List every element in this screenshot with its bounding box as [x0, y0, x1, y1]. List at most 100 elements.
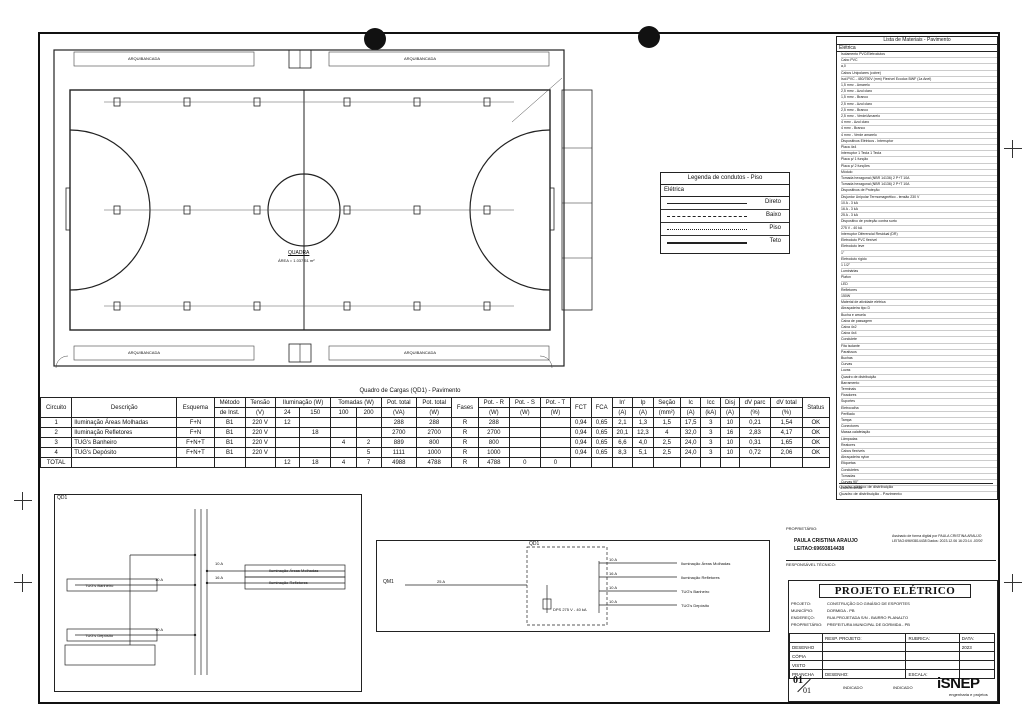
material-item: Placa 4x4: [841, 145, 997, 152]
material-item: Massa calafetação: [841, 430, 997, 437]
material-item: Barramento: [841, 381, 997, 387]
loads-table: Circuito Descrição Esquema Método Tensão…: [39, 397, 831, 468]
material-item: 1,5 mm² - Branco: [841, 95, 997, 102]
circuit-label: TUG's Banheiro: [85, 583, 114, 588]
table-cell: 5: [355, 447, 382, 458]
table-cell: 1,3: [632, 417, 654, 428]
table-cell: 1,65: [770, 437, 803, 448]
material-item: Refletores: [841, 288, 997, 294]
owner-label: PROPRIETÁRIO:: [786, 526, 818, 531]
table-cell: R: [451, 427, 479, 438]
engineer-name: PAULA CRISTINA ARAUJO: [794, 538, 858, 544]
material-item: Caixa de passagem: [841, 319, 997, 325]
materials-title: Lista de Materiais - Pavimento: [837, 37, 997, 45]
table-cell: 0,94: [570, 417, 592, 428]
table-cell: 4,17: [770, 427, 803, 438]
material-item: Placa p/ 1 função: [841, 157, 997, 164]
table-cell: [330, 447, 357, 458]
material-item: 2,5 mm² - Azul claro: [841, 102, 997, 108]
circuit-label: TUG's Depósito: [85, 633, 114, 638]
table-cell: [299, 417, 332, 428]
legend-row: Piso: [661, 223, 789, 236]
court-area: ÁREA = 1.037,51 m²: [278, 258, 315, 263]
table-cell: B1: [213, 437, 246, 448]
bleacher-label: ARQUIBANCADA: [404, 350, 437, 355]
table-cell: F+N: [176, 427, 215, 438]
conduit-legend: Legenda de condutos - Piso Elétrica Dire…: [660, 172, 790, 254]
sheet-number: 01 01: [793, 675, 811, 695]
material-item: Eletroduto PVC flexível: [841, 238, 997, 245]
table-cell: [274, 447, 301, 458]
floor-plan: QUADRA ÁREA = 1.037,51 m² ARQUIBANCADA A…: [44, 38, 604, 378]
punch-hole: [638, 26, 660, 48]
table-cell: R: [451, 437, 479, 448]
table-cell: TUG's Depósito: [71, 447, 178, 458]
material-item: Dispositivos de Proteção: [841, 188, 997, 195]
table-cell: 2: [39, 427, 73, 438]
material-item: Isol.PVC - 450/750V (mm) Flexível Ecodux…: [841, 77, 997, 84]
table-cell: 0,31: [738, 437, 772, 448]
breaker-label: 10 A: [215, 561, 224, 566]
loads-table-title: Quadro de Cargas (QD1) - Pavimento: [359, 388, 461, 394]
circuit-label: TUG's Banheiro: [681, 589, 710, 594]
table-cell: [539, 417, 572, 428]
court-label: QUADRA: [288, 250, 310, 256]
material-item: Conduletes: [841, 468, 997, 474]
table-cell: 2,1: [611, 417, 634, 428]
table-cell: 800: [415, 437, 453, 448]
material-item: Plafon: [841, 275, 997, 282]
engineer-registration: LEITAO:69693814438: [794, 546, 845, 552]
table-cell: [508, 417, 541, 428]
table-cell: 0,65: [590, 427, 613, 438]
material-item: 16 A - 3 kA: [841, 207, 997, 214]
technical-responsible-label: RESPONSÁVEL TÉCNICO:: [786, 560, 996, 567]
material-item: Cabo PVC: [841, 58, 997, 65]
material-item: Caixa 4x4: [841, 331, 997, 338]
material-item: Placa p/ 2 funções: [841, 164, 997, 170]
main-breaker-label: 25 A: [437, 579, 446, 584]
breaker-label: 10 A: [609, 599, 618, 604]
material-item: LED: [841, 282, 997, 288]
table-cell: R: [451, 447, 479, 458]
table-cell: F+N+T: [176, 447, 215, 458]
circuit-label: Iluminação Áreas Molhadas: [681, 561, 731, 566]
table-cell: OK: [801, 437, 831, 448]
material-item: Isolamento PVC/Eletrodutos: [841, 52, 997, 59]
table-cell: 4: [330, 437, 357, 448]
drawing-sheet: [38, 32, 1000, 704]
table-cell: 16: [720, 427, 740, 438]
breaker-label: 16 A: [215, 575, 224, 580]
table-cell: 2,5: [652, 437, 681, 448]
table-cell: [274, 437, 301, 448]
project-field: ENDEREÇO:RUA PROJETADA S/N - BAIRRO PLAN…: [791, 615, 909, 620]
table-cell: [539, 447, 572, 458]
materials-list: Lista de Materiais - Pavimento Elétrica …: [836, 36, 998, 500]
legend-row: Teto: [661, 236, 789, 248]
table-cell: 1111: [380, 447, 417, 458]
material-item: Eletroduto rígido: [841, 257, 997, 263]
table-cell: 2700: [415, 427, 453, 438]
table-cell: 220 V: [244, 447, 276, 458]
table-cell: OK: [801, 447, 831, 458]
table-cell: 3: [700, 437, 722, 448]
table-cell: [508, 437, 541, 448]
table-cell: [330, 417, 357, 428]
table-cell: 3: [700, 417, 722, 428]
material-item: a,0: [841, 64, 997, 71]
table-cell: 4,0: [632, 437, 654, 448]
table-cell: 0,94: [570, 427, 592, 438]
project-field: MUNICÍPIO:DORMIDA - PB: [791, 608, 855, 613]
company-logo: iSNEP engenharia e projetos: [937, 675, 988, 697]
loads-table-block: Quadro de Cargas (QD1) - Pavimento Circu…: [39, 388, 831, 468]
table-cell: OK: [801, 427, 831, 438]
material-item: Interruptor Diferencial Residual (DR): [841, 232, 997, 239]
table-cell: 3: [39, 437, 73, 448]
table-cell: Iluminação Áreas Molhadas: [71, 417, 178, 428]
legend-header: Elétrica: [661, 185, 789, 197]
table-cell: 288: [380, 417, 417, 428]
qd1-unifilar-diagram: QD1 Iluminação Áreas Molhadas Iluminação…: [54, 494, 362, 692]
material-item: Abraçadeira tipo D: [841, 306, 997, 313]
material-item: 4 mm² - Azul claro: [841, 120, 997, 127]
